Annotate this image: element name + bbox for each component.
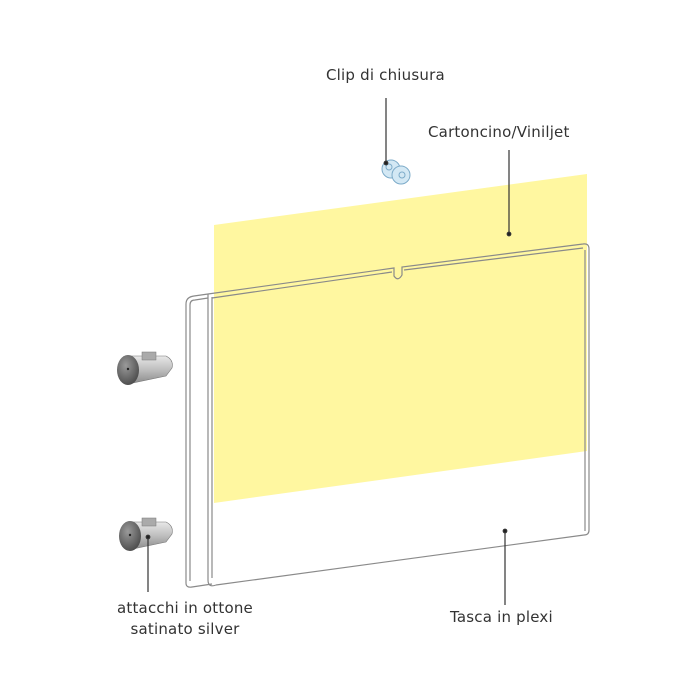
label-card: Cartoncino/Viniljet bbox=[428, 123, 570, 141]
label-clip: Clip di chiusura bbox=[326, 66, 445, 84]
yellow-card-sheet bbox=[214, 174, 587, 503]
closing-clip-icon bbox=[381, 159, 411, 185]
label-fixture-line2: satinato silver bbox=[130, 620, 240, 638]
plexi-pocket bbox=[185, 243, 590, 588]
label-pocket: Tasca in plexi bbox=[450, 608, 553, 626]
standoff-fixture-top-icon bbox=[117, 351, 173, 385]
leader-lines bbox=[145, 98, 512, 605]
standoff-fixture-bottom-icon bbox=[119, 517, 173, 551]
label-fixture-line1: attacchi in ottone bbox=[117, 599, 253, 617]
